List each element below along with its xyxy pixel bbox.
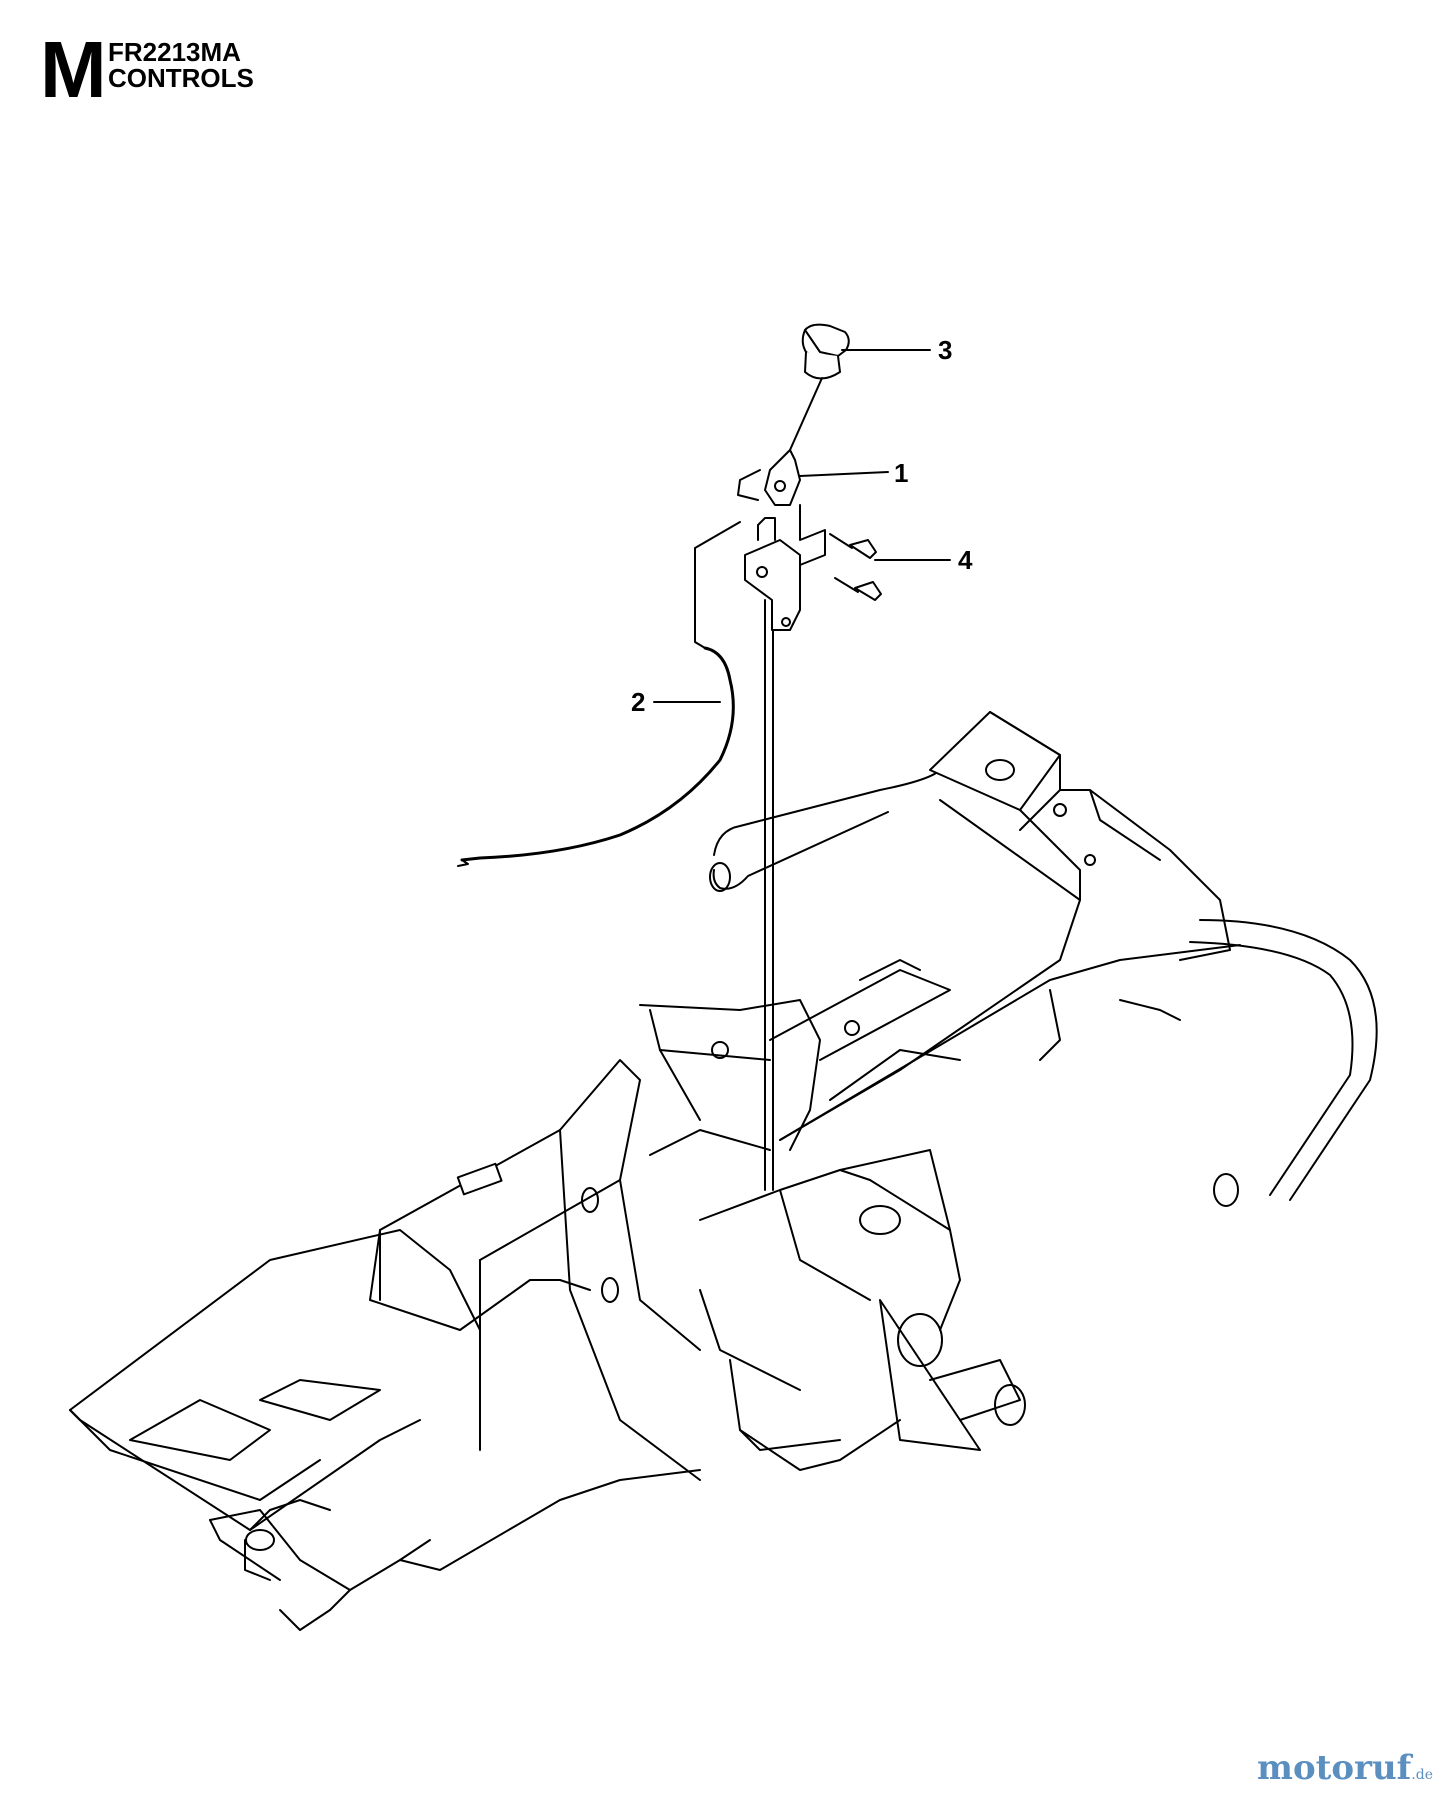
throttle-cable xyxy=(457,521,741,867)
callout-2: 2 xyxy=(631,687,646,717)
watermark-text: motoruf xyxy=(1257,1748,1412,1788)
control-bracket xyxy=(744,504,826,1191)
section-title: CONTROLS xyxy=(108,63,254,93)
throttle-lever xyxy=(737,377,823,506)
handle-bar xyxy=(709,769,1378,1207)
screws xyxy=(829,533,882,601)
watermark-tld: .de xyxy=(1411,1767,1433,1783)
watermark-logo: motoruf.de xyxy=(1257,1748,1433,1788)
model-number: FR2213MA xyxy=(108,37,241,67)
section-letter: M xyxy=(40,25,107,114)
frame-assembly xyxy=(69,711,1241,1631)
callout-1: 1 xyxy=(894,458,909,488)
throttle-knob xyxy=(801,323,850,380)
callout-4: 4 xyxy=(958,545,973,575)
callout-3: 3 xyxy=(938,335,953,365)
leader-lines xyxy=(653,349,951,703)
